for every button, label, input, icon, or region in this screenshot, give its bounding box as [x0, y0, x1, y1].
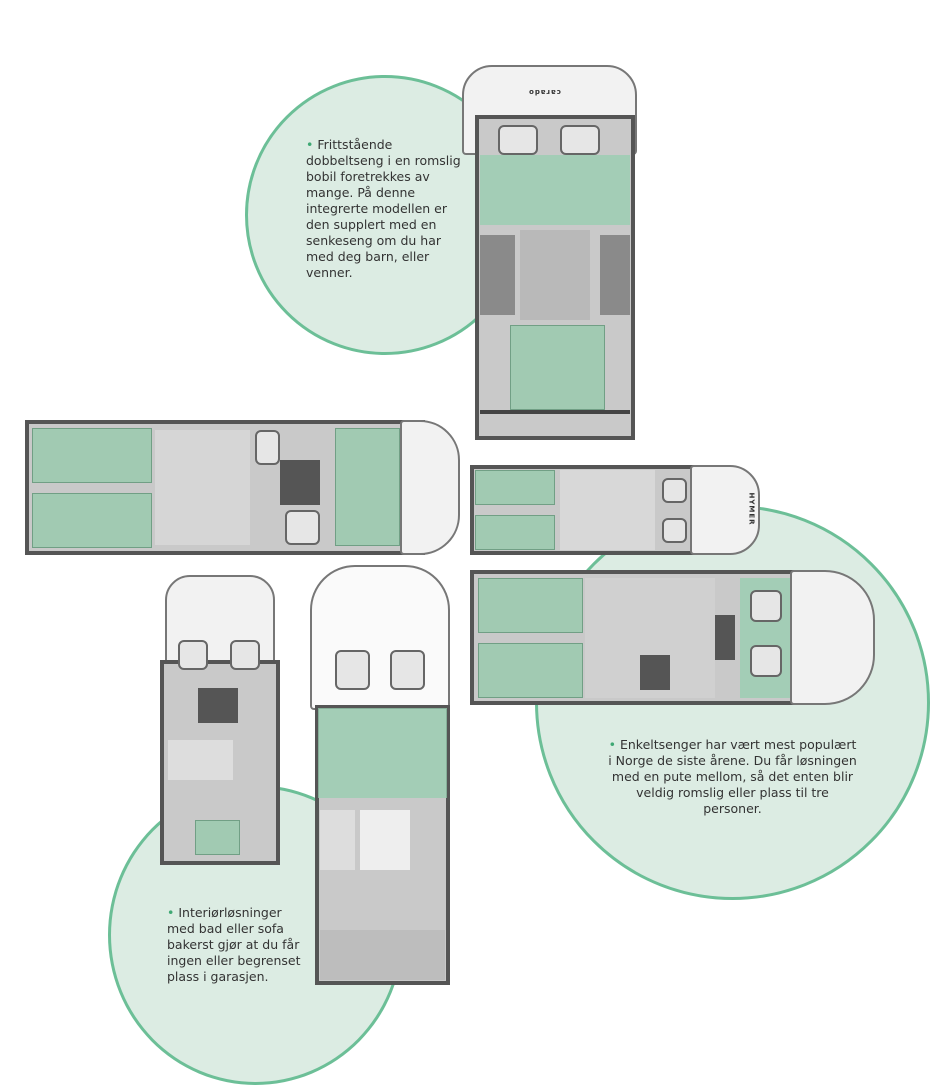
brand-logo: carado — [528, 88, 561, 96]
brand-logo: HYMER — [747, 492, 756, 526]
callout-text-double-bed: • Frittstående dobbeltseng i en romslig … — [306, 137, 461, 280]
callout-text-interior: • Interiørløsninger med bad eller sofa b… — [167, 905, 301, 984]
callout-text-single-beds: • Enkeltsenger har vært mest populært i … — [608, 737, 857, 816]
